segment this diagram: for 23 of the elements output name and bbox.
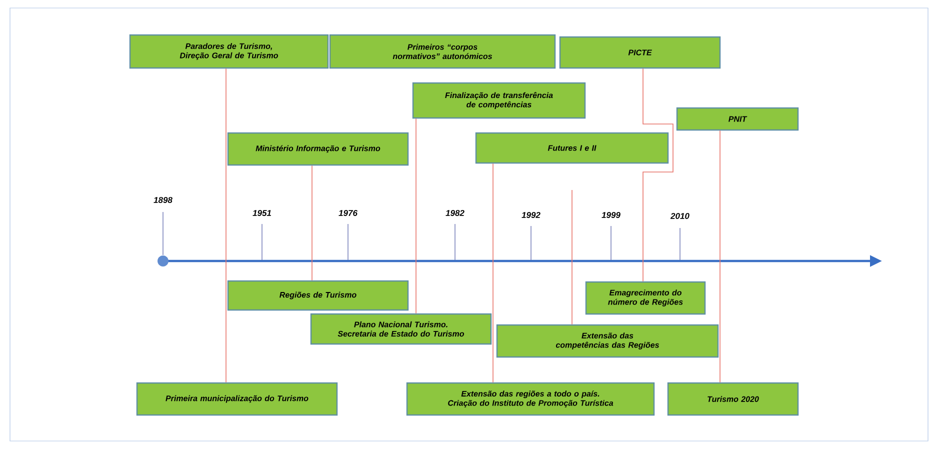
event-box: Primeiros “corpos normativos” autonómicos — [329, 34, 556, 69]
event-box: Emagrecimento do número de Regiões — [585, 281, 706, 315]
connector-line — [492, 163, 494, 383]
label: 1976 — [338, 210, 358, 216]
event-box: Primeira municipalização do Turismo — [136, 382, 338, 416]
connector-line — [642, 68, 674, 282]
event-box: Plano Nacional Turismo. Secretaria de Estado do Turismo — [310, 313, 492, 345]
event-box: Finalização de transferência de competências — [412, 82, 586, 119]
event-box: PICTE — [559, 36, 721, 69]
label: 2010 — [670, 212, 690, 219]
label: 1982 — [446, 210, 464, 216]
event-box: Futures I e II — [475, 132, 669, 164]
event-box: Extensão das regiões a todo o país. Criação do Instituto de Promoção Turística — [406, 382, 655, 416]
label: 1992 — [522, 212, 540, 218]
label: 1999 — [602, 212, 620, 218]
event-box: Extensão das competências das Regiões — [496, 324, 719, 358]
label: 1951 — [252, 210, 271, 216]
label: 1898 — [154, 196, 172, 203]
event-box: Ministério Informação e Turismo — [227, 132, 409, 166]
event-box: Regiões de Turismo — [227, 280, 409, 311]
event-box: Paradores de Turismo, Direção Geral de Turismo — [129, 34, 329, 69]
event-box: Turismo 2020 — [667, 382, 799, 416]
event-box: PNIT — [676, 107, 799, 131]
